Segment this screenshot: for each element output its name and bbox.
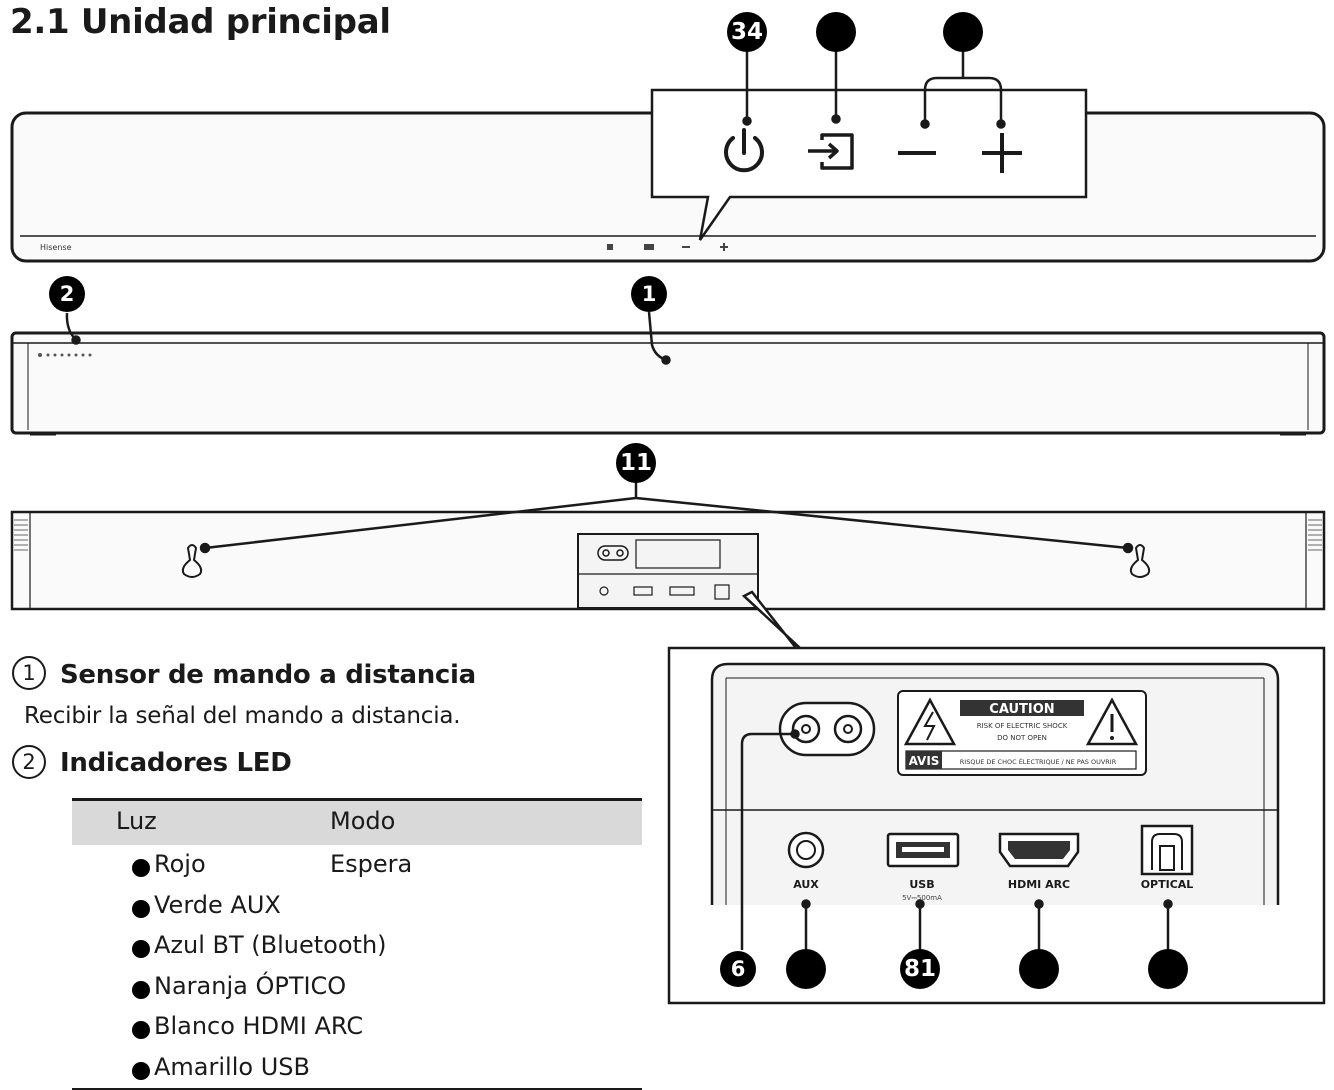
callout-1: 1: [631, 276, 667, 312]
usb-port-icon: [886, 832, 960, 868]
led-row: Blanco HDMI ARC: [72, 1007, 642, 1048]
caution-line1: RISK OF ELECTRIC SHOCK: [977, 722, 1068, 730]
led-row: Verde AUX: [72, 886, 642, 927]
caution-line2: DO NOT OPEN: [997, 734, 1047, 742]
mount-leader-lines: [199, 482, 1134, 554]
wall-mount-hole-left: [181, 544, 203, 578]
callout-9: [786, 949, 826, 989]
front-leader-lines: [65, 311, 671, 365]
led-row: Amarillo USB: [72, 1048, 642, 1089]
led-dot: [132, 980, 150, 999]
input-source-icon: [808, 133, 854, 170]
soundbar-back-view: [10, 510, 1326, 611]
usb-spec-label: 5V⎓500mA: [902, 894, 942, 902]
callout-7: [943, 12, 983, 52]
led-dot: [132, 899, 150, 918]
led-dot: [132, 1021, 150, 1039]
port-leader-lines: [740, 729, 1173, 950]
led-dot: [132, 940, 150, 958]
section-1-number: 1: [12, 656, 46, 690]
top-buttons-strip: [607, 243, 728, 251]
soundbar-front-view: [10, 331, 1326, 436]
wall-mount-hole-right: [1129, 544, 1151, 578]
led-color: Blanco HDMI ARC: [154, 1012, 364, 1040]
caution-title: CAUTION: [989, 702, 1054, 717]
brand-label: Hisense: [40, 243, 72, 252]
callout-6: 6: [720, 951, 756, 987]
led-table-header: Luz Modo: [72, 801, 642, 845]
callout-12: [1148, 949, 1188, 989]
callout-81: 81: [900, 949, 940, 989]
power-icon: [724, 128, 764, 173]
led-dot: [132, 1061, 150, 1080]
button-zoom-box: [650, 88, 1088, 241]
callout-10: [1019, 949, 1059, 989]
led-color: Rojo: [154, 850, 206, 878]
hdmi-port-icon: [998, 832, 1080, 868]
led-header-light: Luz: [116, 807, 157, 835]
top-leader-lines: [742, 50, 1006, 129]
section-1-description: Recibir la señal del mando a distancia.: [24, 703, 461, 729]
led-header-mode: Modo: [330, 807, 396, 835]
page-title: 2.1 Unidad principal: [10, 2, 391, 42]
section-1-heading: Sensor de mando a distancia: [60, 660, 476, 690]
usb-port-label: USB: [909, 878, 934, 891]
led-row: Rojo Espera: [72, 845, 642, 886]
avis-text: RISQUE DE CHOC ÉLECTRIQUE / NE PAS OUVRI…: [960, 757, 1117, 766]
led-color: Azul BT (Bluetooth): [154, 931, 387, 959]
callout-11: 11: [616, 443, 656, 483]
led-color: Naranja ÓPTICO: [154, 971, 347, 1000]
optical-port-icon: [1140, 824, 1194, 876]
led-color: Verde AUX: [154, 890, 281, 919]
led-dot: [132, 859, 150, 877]
avis-label: AVIS: [909, 754, 940, 768]
optical-port-label: OPTICAL: [1141, 878, 1194, 891]
led-indicator-table: Luz Modo Rojo Espera Verde AUX Azul BT (…: [72, 798, 642, 1090]
section-2-number: 2: [12, 745, 46, 779]
section-2-heading: Indicadores LED: [60, 748, 292, 778]
led-color: Amarillo USB: [154, 1052, 310, 1081]
led-row: Azul BT (Bluetooth): [72, 926, 642, 967]
callout-2: 2: [49, 276, 85, 312]
volume-plus-icon: [982, 133, 1022, 173]
power-socket-icon: [778, 701, 876, 757]
led-indicator-dots: [38, 353, 92, 357]
callout-5: [816, 12, 856, 52]
aux-port-icon: [787, 831, 825, 869]
callout-34: 34: [727, 12, 767, 52]
back-panel-detail: AUX USB 5V⎓500mA HDMI ARC OPTICAL CAUTIO…: [710, 662, 1280, 905]
caution-label: [897, 690, 1147, 776]
led-row: Naranja ÓPTICO: [72, 967, 642, 1008]
led-mode: Espera: [330, 850, 413, 878]
aux-port-label: AUX: [793, 878, 819, 891]
hdmi-port-label: HDMI ARC: [1008, 878, 1070, 891]
